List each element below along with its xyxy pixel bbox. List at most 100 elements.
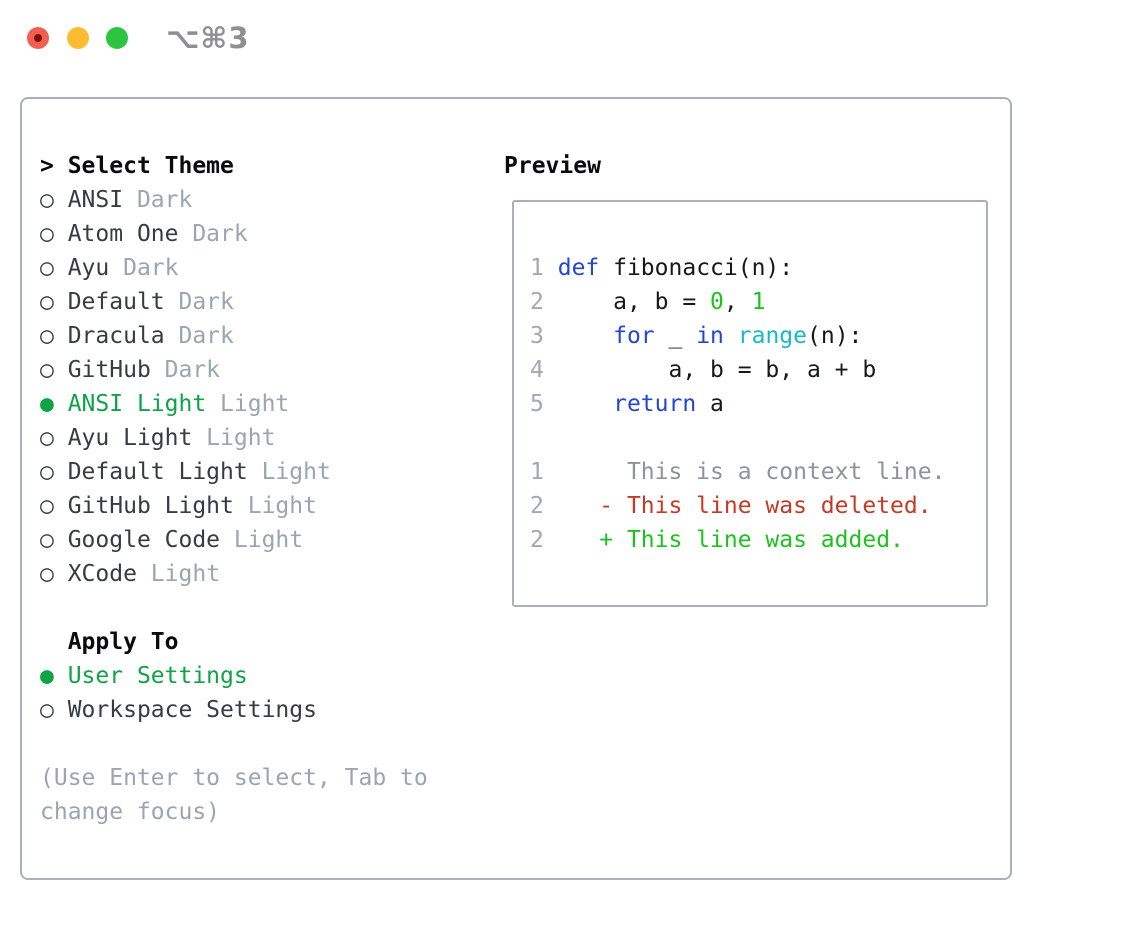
option-label: GitHub Light xyxy=(67,493,234,519)
token: (n): xyxy=(807,323,863,349)
option-label: GitHub xyxy=(67,357,151,383)
option-label: Workspace Settings xyxy=(67,697,317,723)
option-label: Ayu xyxy=(67,255,110,281)
option-label: Default Light xyxy=(67,459,248,485)
preview-panel: Preview 1 def fibonacci(n):2 a, b = 0, 1… xyxy=(504,149,1010,607)
apply-option-workspace-settings[interactable]: ○ Workspace Settings xyxy=(40,693,504,727)
token: 4 xyxy=(530,357,544,383)
theme-option-default-light[interactable]: ○ Default Light Light xyxy=(40,455,504,489)
theme-option-default-dark[interactable]: ○ Default Dark xyxy=(40,285,504,319)
radio-icon: ○ xyxy=(40,187,68,213)
apply-to-header: Apply To xyxy=(40,625,504,659)
section-title: Select Theme xyxy=(67,153,234,179)
theme-selector-panel: > Select Theme○ ANSI Dark○ Atom One Dark… xyxy=(20,97,1012,880)
radio-icon: ○ xyxy=(40,493,68,519)
option-label: XCode xyxy=(67,561,137,587)
option-label: Ayu Light xyxy=(67,425,193,451)
radio-icon: ○ xyxy=(40,255,68,281)
zoom-button[interactable] xyxy=(106,27,128,49)
radio-icon: ○ xyxy=(40,221,68,247)
token: 1 xyxy=(530,459,544,485)
radio-selected-icon: ● xyxy=(40,663,68,689)
option-suffix: Light xyxy=(220,527,304,553)
theme-option-dracula-dark[interactable]: ○ Dracula Dark xyxy=(40,319,504,353)
token: a xyxy=(696,391,724,417)
token xyxy=(544,255,558,281)
theme-option-ayu-light[interactable]: ○ Ayu Light Light xyxy=(40,421,504,455)
minimize-button[interactable] xyxy=(67,27,89,49)
token: 1 xyxy=(530,255,544,281)
token: in xyxy=(696,323,724,349)
token: return xyxy=(613,391,697,417)
diff-deleted-line: 2 - This line was deleted. xyxy=(530,489,986,523)
token: 0 xyxy=(710,289,724,315)
token: 1 xyxy=(751,289,766,315)
indent xyxy=(40,629,68,655)
prompt-icon: > xyxy=(40,153,68,179)
titlebar: ⌥⌘3 xyxy=(0,0,1140,76)
token: a, b = xyxy=(543,289,711,315)
theme-option-ansi-light[interactable]: ● ANSI Light Light xyxy=(40,387,504,421)
option-label: Google Code xyxy=(67,527,221,553)
apply-option-user-settings[interactable]: ● User Settings xyxy=(40,659,504,693)
radio-icon: ○ xyxy=(40,459,68,485)
hint-line: change focus) xyxy=(40,795,504,829)
preview-title: Preview xyxy=(504,153,601,179)
radio-icon: ○ xyxy=(40,323,68,349)
option-label: ANSI xyxy=(67,187,124,213)
hint-line: (Use Enter to select, Tab to xyxy=(40,761,504,795)
option-suffix: Dark xyxy=(164,323,234,349)
section-title: Apply To xyxy=(67,629,179,655)
option-suffix: Dark xyxy=(164,289,234,315)
token xyxy=(544,323,613,349)
option-suffix: Light xyxy=(206,391,290,417)
token: a, b = b, a + b xyxy=(543,357,877,383)
radio-icon: ○ xyxy=(40,425,68,451)
close-dot-icon xyxy=(34,34,42,42)
option-label: Default xyxy=(67,289,165,315)
option-label: Dracula xyxy=(67,323,165,349)
select-theme-header: > Select Theme xyxy=(40,149,504,183)
radio-selected-icon: ● xyxy=(40,391,68,417)
radio-icon: ○ xyxy=(40,357,68,383)
option-suffix: Dark xyxy=(150,357,221,383)
radio-icon: ○ xyxy=(40,527,68,553)
token: 2 xyxy=(530,289,544,315)
hint-text: (Use Enter to select, Tab to xyxy=(40,765,428,791)
spacer-line xyxy=(530,421,986,455)
token: 3 xyxy=(530,323,544,349)
theme-option-github-dark[interactable]: ○ GitHub Dark xyxy=(40,353,504,387)
theme-option-google-code[interactable]: ○ Google Code Light xyxy=(40,523,504,557)
token: _ xyxy=(654,323,697,349)
token: - This line was deleted. xyxy=(543,493,932,519)
radio-icon: ○ xyxy=(40,289,68,315)
option-label: ANSI Light xyxy=(67,391,207,417)
token: 2 xyxy=(530,493,544,519)
option-suffix: Dark xyxy=(178,221,248,247)
theme-option-xcode[interactable]: ○ XCode Light xyxy=(40,557,504,591)
option-suffix: Dark xyxy=(109,255,179,281)
diff-context-line: 1 This is a context line. xyxy=(530,455,986,489)
option-suffix: Light xyxy=(247,459,331,485)
window-shortcut-label: ⌥⌘3 xyxy=(166,21,250,55)
spacer-row xyxy=(40,727,504,761)
theme-panel-rows: > Select Theme○ ANSI Dark○ Atom One Dark… xyxy=(40,149,504,829)
hint-text: change focus) xyxy=(40,799,221,825)
token: 2 xyxy=(530,527,544,553)
spacer-row xyxy=(40,591,504,625)
code-line-3: 3 for _ in range(n): xyxy=(530,319,986,353)
theme-option-ansi-dark[interactable]: ○ ANSI Dark xyxy=(40,183,504,217)
token xyxy=(724,323,738,349)
theme-option-atom-one-dark[interactable]: ○ Atom One Dark xyxy=(40,217,504,251)
radio-icon: ○ xyxy=(40,697,68,723)
theme-option-github-light[interactable]: ○ GitHub Light Light xyxy=(40,489,504,523)
close-button[interactable] xyxy=(27,27,49,49)
token: for xyxy=(613,323,655,349)
theme-option-ayu-dark[interactable]: ○ Ayu Dark xyxy=(40,251,504,285)
token: def xyxy=(557,255,600,281)
diff-added-line: 2 + This line was added. xyxy=(530,523,986,557)
token: + This line was added. xyxy=(543,527,904,553)
option-label: User Settings xyxy=(67,663,248,689)
